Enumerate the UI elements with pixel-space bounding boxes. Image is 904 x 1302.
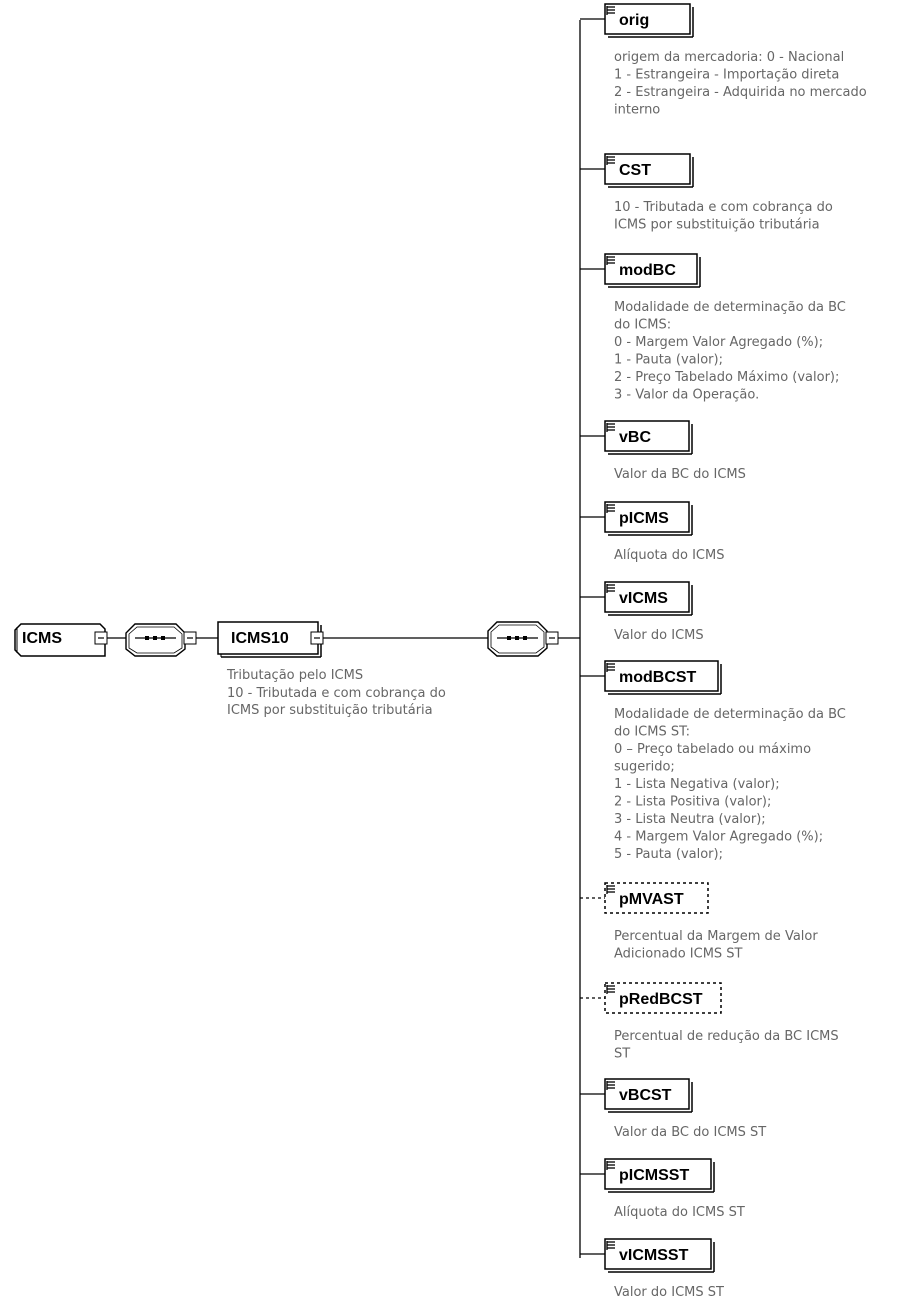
description-line: Valor do ICMS <box>614 628 704 643</box>
description-line: Modalidade de determinação da BC <box>614 300 846 315</box>
child-element-name: vICMS <box>619 590 668 607</box>
element-lines-icon <box>606 156 615 165</box>
child-element-pmvast[interactable]: pMVAST Percentual da Margem de ValorAdici… <box>580 882 818 962</box>
element-lines-icon <box>606 423 615 432</box>
child-element-vicms[interactable]: vICMS Valor do ICMS <box>580 581 704 643</box>
child-sequence-compositor[interactable] <box>487 621 548 657</box>
child-element-description: Modalidade de determinação da BC do ICMS:… <box>614 300 846 403</box>
child-element-description: 10 - Tributada e com cobrança do ICMS por… <box>614 200 833 233</box>
sequence-collapse-toggle[interactable] <box>183 631 197 645</box>
child-element-name: vBCST <box>619 1087 672 1104</box>
svg-text:10 - Tributada e com cobrança: 10 - Tributada e com cobrança do <box>227 686 446 701</box>
element-lines-icon <box>606 256 615 265</box>
description-line: Percentual da Margem de Valor <box>614 929 818 944</box>
element-lines-icon <box>606 1081 615 1090</box>
description-line: 2 - Preço Tabelado Máximo (valor); <box>614 370 839 385</box>
element-lines-icon <box>606 663 615 672</box>
sequence-compositor[interactable] <box>125 623 186 657</box>
child-element-description: Valor da BC do ICMS <box>614 467 746 482</box>
child-element-vbcst[interactable]: vBCST Valor da BC do ICMS ST <box>580 1078 766 1140</box>
description-line: 1 - Estrangeira - Importação direta <box>614 68 839 83</box>
description-line: interno <box>614 103 660 118</box>
description-line: 0 - Margem Valor Agregado (%); <box>614 335 823 350</box>
child-element-description: Valor do ICMS ST <box>614 1285 724 1300</box>
svg-text:Tributação pelo ICMS: Tributação pelo ICMS <box>226 668 363 683</box>
type-element-name: ICMS10 <box>231 630 289 647</box>
element-lines-icon <box>606 6 615 15</box>
child-element-description: Alíquota do ICMS <box>614 548 724 563</box>
child-element-picmsst[interactable]: pICMSST Alíquota do ICMS ST <box>580 1158 745 1220</box>
description-line: Percentual de redução da BC ICMS <box>614 1029 839 1044</box>
description-line: Adicionado ICMS ST <box>614 947 743 962</box>
element-lines-icon <box>606 504 615 513</box>
child-element-name: vICMSST <box>619 1247 689 1264</box>
child-element-predbcst[interactable]: pRedBCST Percentual de redução da BC ICMS… <box>580 982 839 1062</box>
root-element[interactable]: ICMS <box>14 623 106 657</box>
type-element-description: Tributação pelo ICMS 10 - Tributada e co… <box>226 668 446 718</box>
description-line: 3 - Lista Neutra (valor); <box>614 812 766 827</box>
description-line: sugerido; <box>614 760 675 775</box>
description-line: 0 – Preço tabelado ou máximo <box>614 742 811 757</box>
description-line: do ICMS ST: <box>614 725 690 740</box>
child-element-description: origem da mercadoria: 0 - Nacional 1 - Es… <box>614 50 867 118</box>
type-element[interactable]: ICMS10 <box>217 621 322 658</box>
child-element-name: modBCST <box>619 669 697 686</box>
description-line: do ICMS: <box>614 318 671 333</box>
element-lines-icon <box>606 985 615 994</box>
svg-text:ICMS por substituição tributár: ICMS por substituição tributária <box>227 703 433 718</box>
child-element-name: vBC <box>619 429 651 446</box>
description-line: Alíquota do ICMS <box>614 548 724 563</box>
child-element-cst[interactable]: CST 10 - Tributada e com cobrança do ICMS … <box>580 153 833 233</box>
child-elements: orig origem da mercadoria: 0 - Nacional 1 … <box>580 3 867 1300</box>
description-line: ICMS por substituição tributária <box>614 218 820 233</box>
type-element-collapse-toggle[interactable] <box>310 631 324 645</box>
child-element-vbc[interactable]: vBC Valor da BC do ICMS <box>580 420 746 482</box>
element-lines-icon <box>606 885 615 894</box>
description-line: 3 - Valor da Operação. <box>614 388 759 403</box>
root-collapse-toggle[interactable] <box>94 631 108 645</box>
description-line: 2 - Lista Positiva (valor); <box>614 795 771 810</box>
child-element-name: modBC <box>619 262 676 279</box>
child-element-vicmsst[interactable]: vICMSST Valor do ICMS ST <box>580 1238 724 1300</box>
child-element-description: Percentual de redução da BC ICMS ST <box>614 1029 839 1062</box>
child-element-name: orig <box>619 12 649 29</box>
child-element-name: pMVAST <box>619 891 684 908</box>
root-element-name: ICMS <box>22 630 62 647</box>
element-lines-icon <box>606 1161 615 1170</box>
description-line: Valor da BC do ICMS ST <box>614 1125 766 1140</box>
child-sequence-collapse-toggle[interactable] <box>545 631 559 645</box>
description-line: origem da mercadoria: 0 - Nacional <box>614 50 844 65</box>
description-line: 10 - Tributada e com cobrança do <box>614 200 833 215</box>
child-element-modbc[interactable]: modBC Modalidade de determinação da BC do … <box>580 253 846 403</box>
child-element-description: Valor do ICMS <box>614 628 704 643</box>
description-line: 1 - Lista Negativa (valor); <box>614 777 780 792</box>
description-line: 2 - Estrangeira - Adquirida no mercado <box>614 85 867 100</box>
child-element-description: Valor da BC do ICMS ST <box>614 1125 766 1140</box>
description-line: 5 - Pauta (valor); <box>614 847 723 862</box>
child-element-modbcst[interactable]: modBCST Modalidade de determinação da BC d… <box>580 660 846 862</box>
child-element-name: CST <box>619 162 651 179</box>
description-line: 1 - Pauta (valor); <box>614 353 723 368</box>
child-element-orig[interactable]: orig origem da mercadoria: 0 - Nacional 1 … <box>580 3 867 118</box>
child-element-description: Modalidade de determinação da BC do ICMS … <box>614 707 846 862</box>
description-line: 4 - Margem Valor Agregado (%); <box>614 830 823 845</box>
child-element-name: pICMSST <box>619 1167 689 1184</box>
description-line: Valor do ICMS ST <box>614 1285 724 1300</box>
element-lines-icon <box>606 584 615 593</box>
description-line: ST <box>614 1047 630 1062</box>
child-element-description: Percentual da Margem de ValorAdicionado … <box>614 929 818 962</box>
child-element-name: pRedBCST <box>619 991 703 1008</box>
description-line: Valor da BC do ICMS <box>614 467 746 482</box>
description-line: Modalidade de determinação da BC <box>614 707 846 722</box>
element-lines-icon <box>606 1241 615 1250</box>
description-line: Alíquota do ICMS ST <box>614 1205 745 1220</box>
child-element-name: pICMS <box>619 510 669 527</box>
child-element-description: Alíquota do ICMS ST <box>614 1205 745 1220</box>
child-element-picms[interactable]: pICMS Alíquota do ICMS <box>580 501 724 563</box>
